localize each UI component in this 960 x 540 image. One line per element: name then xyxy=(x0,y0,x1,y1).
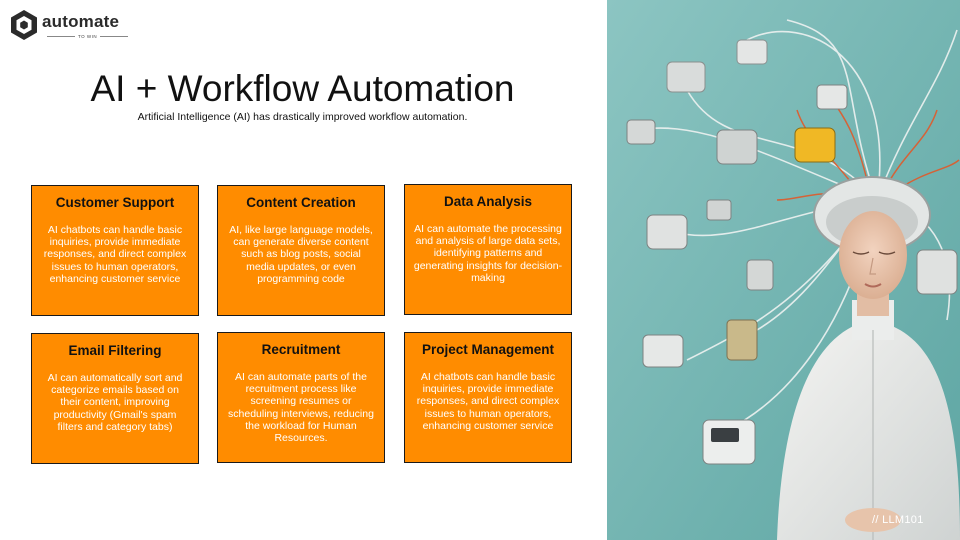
card-customer-support: Customer Support AI chatbots can handle … xyxy=(31,185,199,316)
card-title: Customer Support xyxy=(55,195,175,210)
hero-illustration-art xyxy=(607,0,960,540)
hexagon-logo-icon xyxy=(11,10,37,40)
page-title: AI + Workflow Automation xyxy=(90,68,515,109)
card-body: AI, like large language models, can gene… xyxy=(229,224,373,285)
card-body: AI can automatically sort and categorize… xyxy=(47,372,183,433)
logo[interactable]: automate TO WIN xyxy=(9,9,121,41)
hero-illustration xyxy=(607,0,960,540)
page-subtitle: Artificial Intelligence (AI) has drastic… xyxy=(137,111,468,123)
card-body: AI can automate the processing and analy… xyxy=(413,223,563,284)
card-project-management: Project Management AI chatbots can handl… xyxy=(404,332,572,463)
logo-wordmark: automate xyxy=(42,12,120,31)
card-content-creation: Content Creation AI, like large language… xyxy=(217,185,385,316)
card-title: Email Filtering xyxy=(68,343,162,358)
logo-tagline: TO WIN xyxy=(44,34,124,39)
footer-tag: // LLM101 xyxy=(872,514,924,526)
card-title: Content Creation xyxy=(246,195,356,210)
card-body: AI can automate parts of the recruitment… xyxy=(228,371,374,445)
card-title: Data Analysis xyxy=(443,194,533,209)
card-title: Recruitment xyxy=(261,342,341,357)
card-data-analysis: Data Analysis AI can automate the proces… xyxy=(404,184,572,315)
card-body: AI chatbots can handle basic inquiries, … xyxy=(416,371,560,432)
card-title: Project Management xyxy=(421,342,555,357)
card-email-filtering: Email Filtering AI can automatically sor… xyxy=(31,333,199,464)
card-body: AI chatbots can handle basic inquiries, … xyxy=(43,224,187,285)
card-recruitment: Recruitment AI can automate parts of the… xyxy=(217,332,385,463)
